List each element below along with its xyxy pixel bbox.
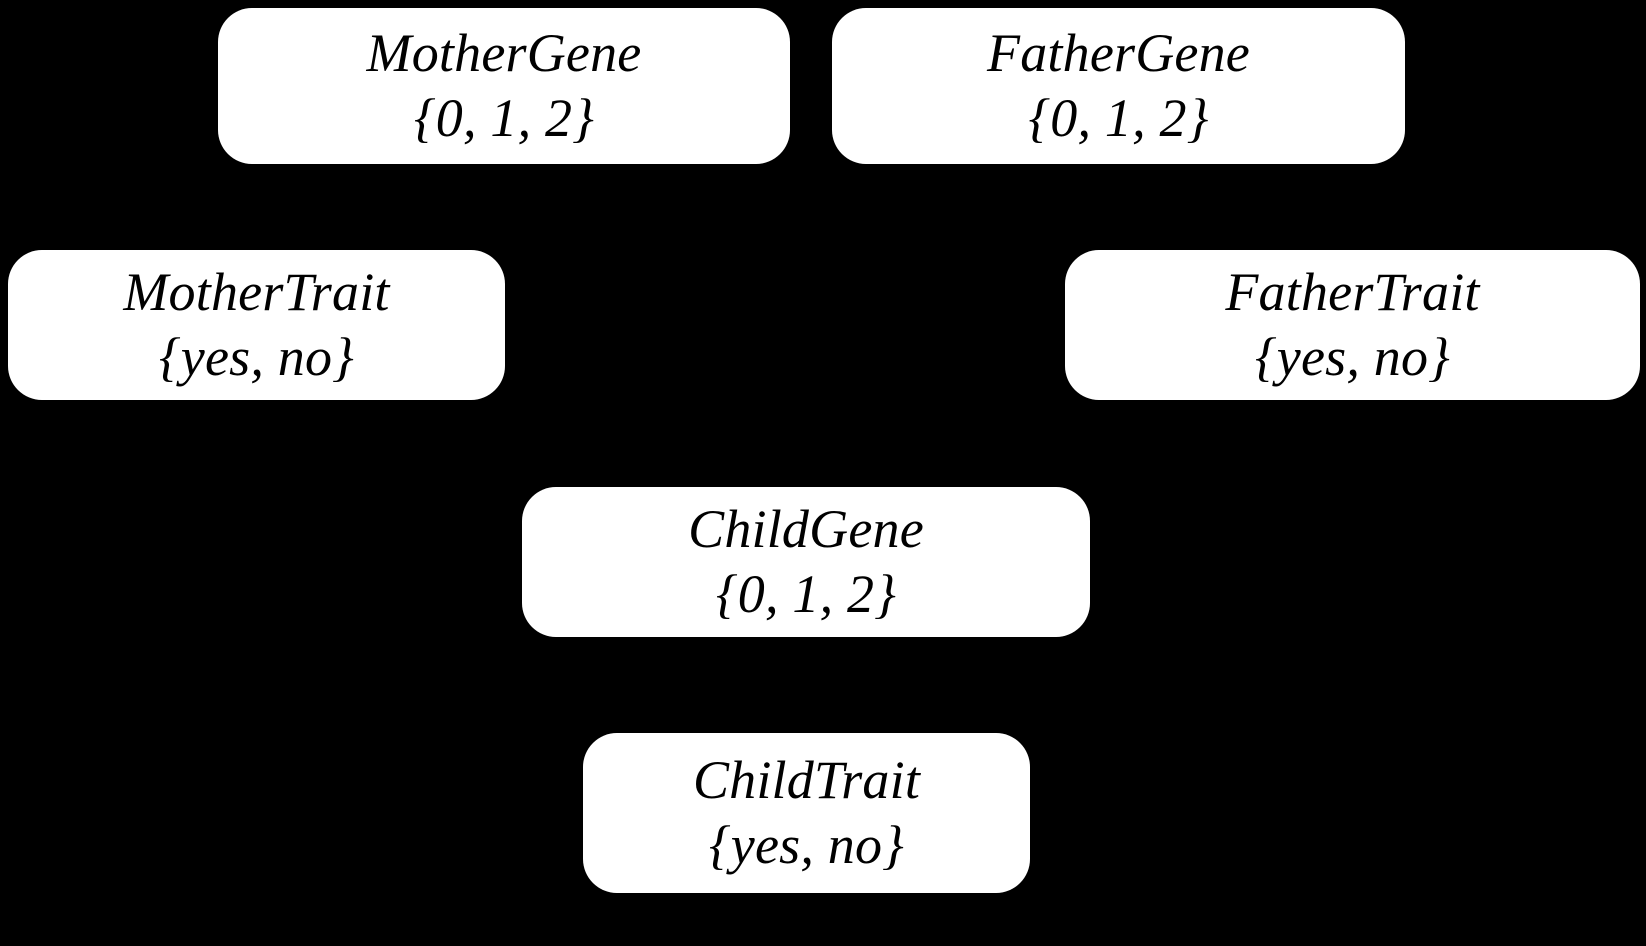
node-mother-trait[interactable]: MotherTrait {yes, no} <box>8 250 505 400</box>
node-father-trait-title: FatherTrait <box>1225 262 1480 323</box>
node-father-trait[interactable]: FatherTrait {yes, no} <box>1065 250 1640 400</box>
node-child-gene[interactable]: ChildGene {0, 1, 2} <box>522 487 1090 637</box>
node-child-trait-domain: {yes, no} <box>709 815 904 875</box>
node-child-trait-title: ChildTrait <box>692 750 921 811</box>
node-child-trait[interactable]: ChildTrait {yes, no} <box>583 733 1030 893</box>
node-mother-gene[interactable]: MotherGene {0, 1, 2} <box>218 8 790 164</box>
node-father-trait-domain: {yes, no} <box>1255 327 1450 387</box>
node-father-gene[interactable]: FatherGene {0, 1, 2} <box>832 8 1405 164</box>
node-father-gene-title: FatherGene <box>987 23 1250 84</box>
node-mother-trait-domain: {yes, no} <box>159 327 354 387</box>
node-father-gene-domain: {0, 1, 2} <box>1028 88 1209 148</box>
node-child-gene-title: ChildGene <box>688 499 924 560</box>
node-mother-gene-domain: {0, 1, 2} <box>414 88 594 148</box>
node-child-gene-domain: {0, 1, 2} <box>716 564 896 624</box>
node-mother-gene-title: MotherGene <box>366 23 642 84</box>
node-mother-trait-title: MotherTrait <box>123 262 390 323</box>
